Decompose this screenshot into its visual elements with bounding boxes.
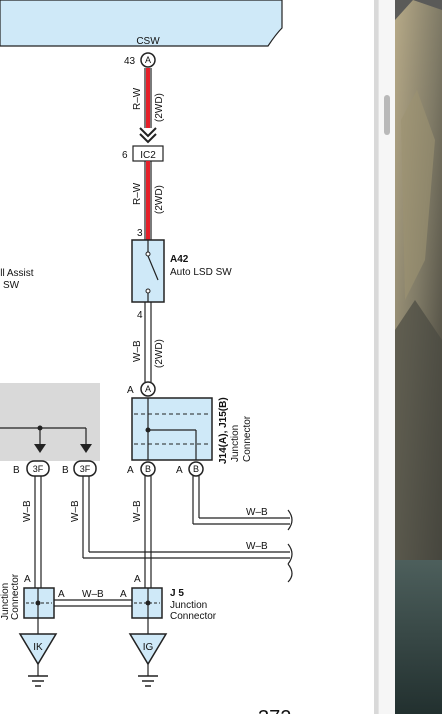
connector-a-junction bbox=[140, 381, 156, 397]
b-left-pin: A bbox=[127, 465, 134, 476]
a42-name: Auto LSD SW bbox=[170, 267, 232, 278]
pin-3: 3 bbox=[137, 228, 143, 239]
wire-wb-a42: W–B bbox=[132, 340, 143, 362]
junction-dot bbox=[145, 427, 151, 433]
a42-code: A42 bbox=[170, 254, 189, 265]
j5-name-2: Connector bbox=[170, 611, 217, 622]
wire-wb-b-left: W–B bbox=[132, 500, 143, 522]
b-right-pin: A bbox=[176, 465, 183, 476]
pin-43: 43 bbox=[124, 56, 136, 67]
ground-ik-symbol bbox=[28, 664, 48, 687]
pane-divider[interactable] bbox=[374, 0, 378, 714]
connector-a-top bbox=[140, 52, 156, 68]
j5-pin-a-left: A bbox=[120, 589, 127, 600]
wire-wb-horizontal: W–B bbox=[82, 589, 104, 600]
wire-rw-lower: R–W bbox=[132, 182, 143, 205]
wiring-diagram-page: CSW 43 A R–W (2WD) 6 IC2 R–W (2WD) 3 A42… bbox=[0, 0, 293, 714]
connector-3f-right-label: 3F bbox=[80, 464, 91, 474]
switch-contact-bottom bbox=[145, 288, 151, 294]
pin-6: 6 bbox=[122, 150, 128, 161]
wire-wb-3f-left: W–B bbox=[22, 500, 33, 522]
csw-label: CSW bbox=[136, 36, 160, 47]
wire-break-marks bbox=[287, 509, 293, 583]
3f-left-pin: B bbox=[13, 465, 20, 476]
red-wire-upper bbox=[144, 68, 152, 128]
red-wire-lower bbox=[144, 161, 152, 240]
junction-connector-j14-j15 bbox=[131, 397, 213, 461]
left-jc-name-2: Connector bbox=[10, 573, 21, 620]
ground-ig-triangle bbox=[128, 633, 168, 666]
wire-2wd-a42: (2WD) bbox=[154, 339, 165, 368]
connector-a-junction-label: A bbox=[145, 384, 151, 394]
connector-3f-left-label: 3F bbox=[33, 464, 44, 474]
switch-blade bbox=[147, 255, 159, 281]
wire-2wd-lower: (2WD) bbox=[154, 185, 165, 214]
arrow-3f-right bbox=[80, 444, 92, 453]
connector-b-right-label: B bbox=[193, 464, 199, 474]
j5-code: J 5 bbox=[170, 588, 184, 599]
vertical-scrollbar[interactable] bbox=[378, 0, 395, 714]
wire-wb-right-1: W–B bbox=[246, 507, 268, 518]
wire-rw-upper: R–W bbox=[132, 87, 143, 110]
csw-panel bbox=[0, 0, 283, 47]
connector-3f-left bbox=[26, 460, 50, 477]
wire-wb-right-2: W–B bbox=[246, 541, 268, 552]
left-text-line-2: SW bbox=[3, 280, 20, 291]
connector-3f-right bbox=[73, 460, 97, 477]
switch-contact-top bbox=[145, 251, 151, 257]
ground-ik-triangle bbox=[18, 633, 58, 666]
jc-name-2: Connector bbox=[242, 415, 253, 462]
jc-pin-a: A bbox=[127, 385, 134, 396]
ground-ig-symbol bbox=[138, 664, 158, 687]
j5-name-1: Junction bbox=[170, 600, 207, 611]
page-number: 372 bbox=[258, 707, 291, 714]
connector-b-left-label: B bbox=[145, 464, 151, 474]
desktop-wallpaper-image bbox=[395, 0, 442, 714]
ic2-label: IC2 bbox=[140, 150, 156, 161]
ground-ig-label: IG bbox=[143, 642, 154, 653]
left-jc-pin-a-right: A bbox=[58, 589, 65, 600]
3f-right-pin: B bbox=[62, 465, 69, 476]
scrollbar-thumb[interactable] bbox=[384, 95, 390, 135]
in-line-connector-chevron bbox=[139, 127, 157, 144]
wire-2wd-upper: (2WD) bbox=[154, 93, 165, 122]
j5-pin-a-top: A bbox=[134, 574, 141, 585]
connector-b-left bbox=[140, 461, 156, 477]
jc-code: J14(A), J15(B) bbox=[218, 397, 229, 464]
left-jc-name-1: Junction bbox=[0, 583, 11, 620]
arrow-3f-left bbox=[34, 444, 46, 453]
wiring-diagram: CSW 43 A R–W (2WD) 6 IC2 R–W (2WD) 3 A42… bbox=[0, 0, 293, 714]
wire-wb-3f-right: W–B bbox=[70, 500, 81, 522]
pin-4: 4 bbox=[137, 310, 143, 321]
connector-a-top-label: A bbox=[145, 55, 151, 65]
ground-ik-label: IK bbox=[33, 642, 43, 653]
left-jc-pin-a: A bbox=[24, 574, 31, 585]
left-text-line-1: ill Assist bbox=[0, 268, 34, 279]
wallpaper-scene bbox=[395, 0, 442, 714]
jc-name-1: Junction bbox=[230, 425, 241, 462]
connector-b-right bbox=[188, 461, 204, 477]
